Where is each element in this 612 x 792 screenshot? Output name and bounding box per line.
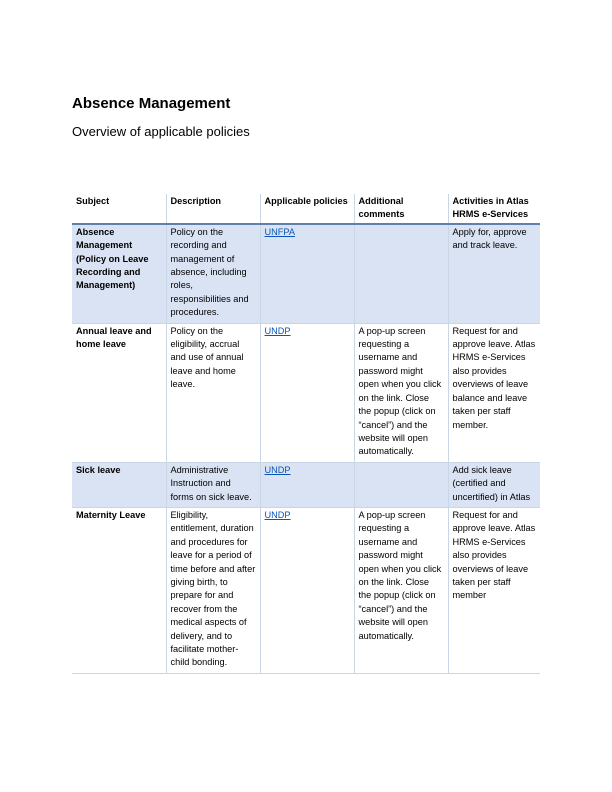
row-comments: A pop-up screen requesting a username an… bbox=[353, 323, 448, 463]
table-row: Maternity Leave Eligibility, entitlement… bbox=[72, 507, 540, 674]
row-comments bbox=[353, 223, 448, 324]
row-description: Policy on the eligibility, accrual and u… bbox=[165, 323, 260, 463]
row-activities: Apply for, approve and track leave. bbox=[447, 223, 540, 324]
row-subject: Maternity Leave bbox=[72, 507, 166, 674]
row-policy: UNDP bbox=[259, 462, 354, 508]
policy-link-unfpa[interactable]: UNFPA bbox=[264, 226, 295, 237]
header-additional-comments: Additional comments bbox=[353, 194, 448, 225]
header-description: Description bbox=[165, 194, 260, 225]
row-policy: UNDP bbox=[259, 323, 354, 463]
row-policy: UNDP bbox=[259, 507, 354, 674]
row-comments bbox=[353, 462, 448, 508]
row-comments: A pop-up screen requesting a username an… bbox=[353, 507, 448, 674]
policies-table: Subject Description Applicable policies … bbox=[72, 194, 540, 674]
header-applicable-policies: Applicable policies bbox=[259, 194, 354, 225]
policy-link-undp[interactable]: UNDP bbox=[264, 509, 291, 520]
row-subject: Annual leave and home leave bbox=[72, 323, 166, 463]
policy-link-undp[interactable]: UNDP bbox=[264, 325, 291, 336]
header-subject: Subject bbox=[72, 194, 166, 225]
table-row: Annual leave and home leave Policy on th… bbox=[72, 323, 540, 463]
header-activities: Activities in Atlas HRMS e-Services bbox=[447, 194, 540, 225]
row-activities: Request for and approve leave. Atlas HRM… bbox=[447, 323, 540, 463]
row-description: Policy on the recording and management o… bbox=[165, 223, 260, 324]
table-row: Absence Management (Policy on Leave Reco… bbox=[72, 223, 540, 324]
table-row: Sick leave Administrative Instruction an… bbox=[72, 462, 540, 508]
row-description: Administrative Instruction and forms on … bbox=[165, 462, 260, 508]
row-description: Eligibility, entitlement, duration and p… bbox=[165, 507, 260, 674]
table-header-row: Subject Description Applicable policies … bbox=[72, 194, 540, 225]
page-title: Absence Management bbox=[72, 95, 231, 112]
row-activities: Request for and approve leave. Atlas HRM… bbox=[447, 507, 540, 674]
row-subject: Absence Management (Policy on Leave Reco… bbox=[72, 223, 166, 324]
row-policy: UNFPA bbox=[259, 223, 354, 324]
row-activities: Add sick leave (certified and uncertifie… bbox=[447, 462, 540, 508]
page-subtitle: Overview of applicable policies bbox=[72, 124, 250, 139]
policy-link-undp[interactable]: UNDP bbox=[264, 464, 291, 475]
row-subject: Sick leave bbox=[72, 462, 166, 508]
